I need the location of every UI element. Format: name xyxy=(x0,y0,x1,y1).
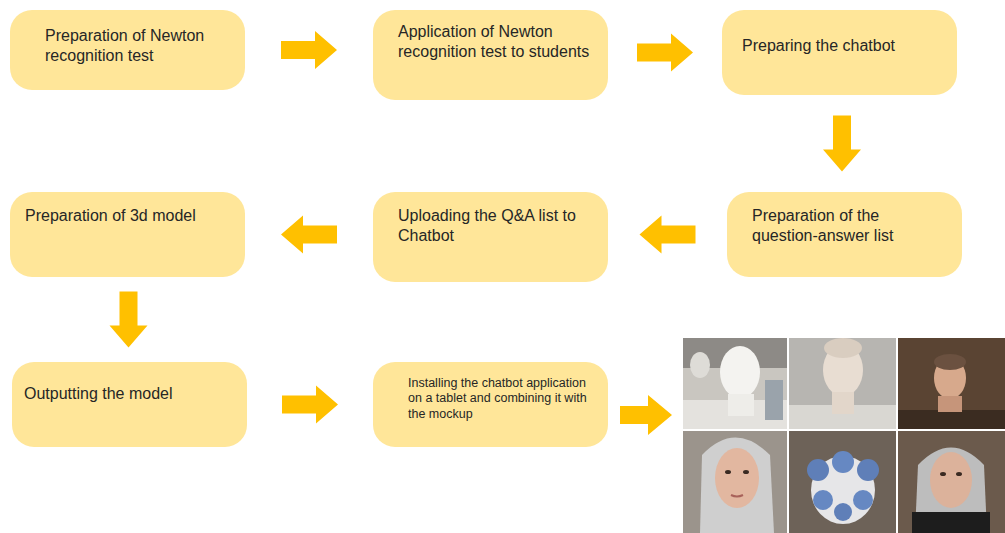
photo xyxy=(683,338,788,430)
block-arrow xyxy=(110,292,148,348)
step-label: Application of Newton recognition test t… xyxy=(398,22,594,61)
step-label: Preparation of 3d model xyxy=(25,206,231,226)
block-arrow xyxy=(282,386,338,424)
block-arrow xyxy=(637,34,693,72)
photo xyxy=(788,430,897,533)
step-label: Outputting the model xyxy=(24,384,233,404)
block-arrow xyxy=(640,216,696,254)
photo xyxy=(683,430,788,533)
step-label: Preparation of Newton recognition test xyxy=(45,26,231,65)
step-label: Installing the chatbot application on a … xyxy=(408,376,594,422)
process-box: Preparation of Newton recognition test xyxy=(10,10,245,90)
block-arrow xyxy=(281,216,337,254)
process-box: Preparation of 3d model xyxy=(10,192,245,277)
process-box: Installing the chatbot application on a … xyxy=(373,362,608,447)
process-box: Preparing the chatbot xyxy=(722,10,957,95)
step-label: Preparation of the question-answer list xyxy=(752,206,948,245)
process-box: Uploading the Q&A list to Chatbot xyxy=(373,192,608,282)
process-box: Outputting the model xyxy=(12,362,247,447)
step-label: Preparing the chatbot xyxy=(742,36,943,56)
photo xyxy=(897,338,1005,430)
step-label: Uploading the Q&A list to Chatbot xyxy=(398,206,594,245)
photo xyxy=(788,338,897,430)
process-box: Preparation of the question-answer list xyxy=(727,192,962,277)
block-arrow xyxy=(281,31,337,69)
block-arrow xyxy=(823,116,861,172)
photo xyxy=(897,430,1005,533)
block-arrow xyxy=(620,395,672,435)
process-box: Application of Newton recognition test t… xyxy=(373,10,608,100)
